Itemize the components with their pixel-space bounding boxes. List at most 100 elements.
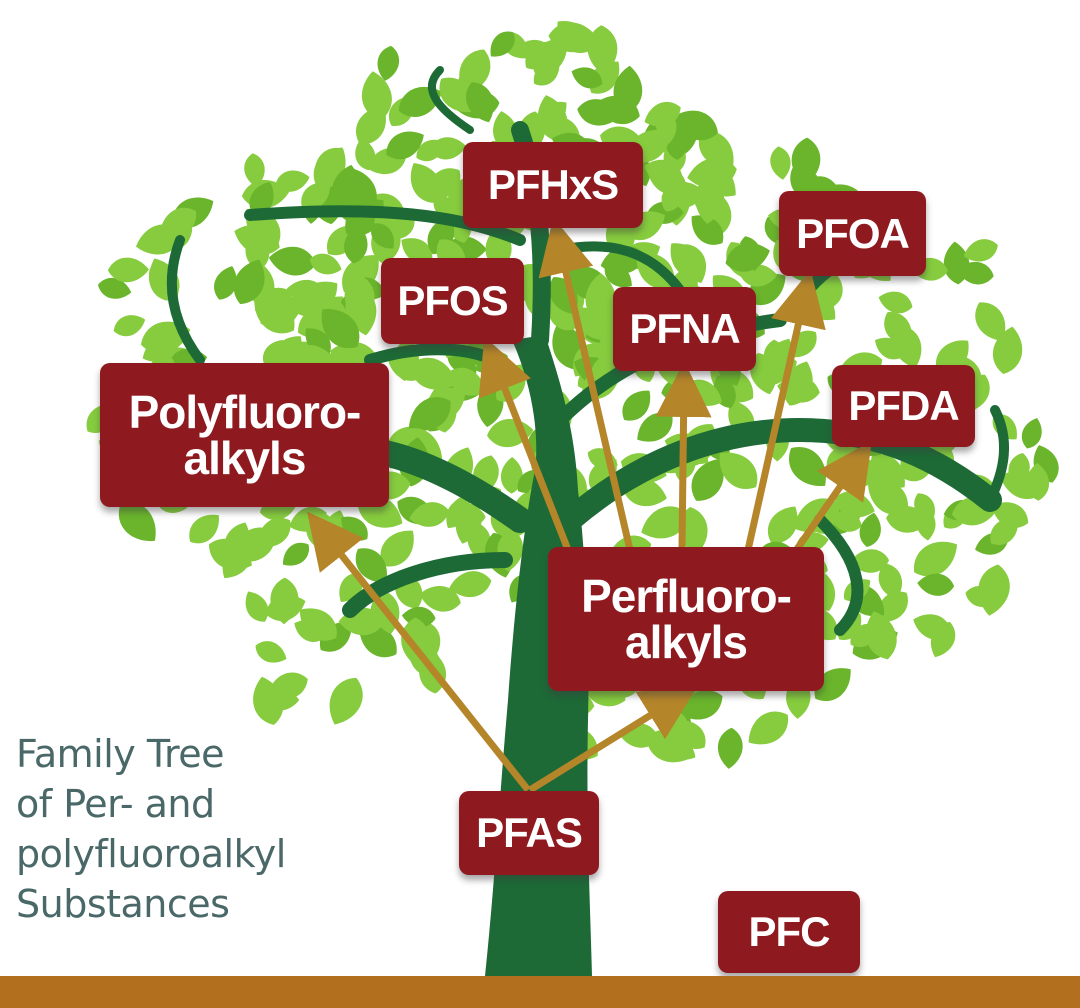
branch-right <box>558 417 1002 532</box>
leaf-184 <box>344 273 375 324</box>
leaf-247 <box>189 514 219 544</box>
branch-right-low <box>814 514 864 636</box>
leaf-481 <box>850 549 890 573</box>
node-pfhxs: PFHxS <box>463 142 643 228</box>
diagram-caption: Family Tree of Per- and polyfluoroalkyl … <box>16 729 396 929</box>
branch-far-right <box>985 405 1010 505</box>
leaf-372 <box>459 49 491 94</box>
caption-line-4: Substances <box>16 882 230 926</box>
leaf-392 <box>490 31 515 57</box>
leaf-348 <box>1026 463 1050 501</box>
leaf-393 <box>377 45 400 81</box>
leaf-100 <box>409 357 457 390</box>
arrow-perfluoroalkyls-to-pfda <box>792 440 872 554</box>
leaf-386 <box>613 65 643 114</box>
leaf-163 <box>647 166 687 195</box>
leaf-394 <box>656 109 677 144</box>
leaf-521 <box>255 641 287 663</box>
leaf-217 <box>309 253 342 275</box>
leaf-479 <box>865 611 897 660</box>
leaf-212 <box>332 164 360 209</box>
arrow-perfluoroalkyls-to-pfoa <box>744 269 826 551</box>
leaf-509 <box>748 711 789 745</box>
leaf-499 <box>717 727 743 769</box>
node-pfc-label: PFC <box>748 908 831 955</box>
leaf-391 <box>426 168 461 200</box>
node-pfna-label: PFNA <box>629 305 740 352</box>
node-pfas: PFAS <box>459 791 599 875</box>
leaf-415 <box>257 518 291 547</box>
arrow-pfas-to-polyfluoroalkyls <box>306 511 531 793</box>
leaf-123 <box>695 176 725 224</box>
leaf-290 <box>770 146 791 180</box>
leaf-433 <box>449 571 492 598</box>
leaf-353 <box>914 541 958 577</box>
node-pfoa: PFOA <box>779 191 926 276</box>
node-pfhxs-label: PFHxS <box>487 161 619 208</box>
node-polyfluoroalkyls: Polyfluoro- alkyls <box>100 363 389 507</box>
leaf-240 <box>262 340 285 368</box>
leaf-461 <box>767 506 798 544</box>
leaf-486 <box>930 621 956 658</box>
leaf-160 <box>698 131 734 168</box>
leaf-195 <box>97 277 132 299</box>
leaf-356 <box>416 139 445 162</box>
leaf-491 <box>886 506 931 533</box>
caption-line-1: Family Tree <box>16 732 225 776</box>
leaf-518 <box>329 677 363 725</box>
leaf-469 <box>877 591 908 623</box>
leaf-313 <box>975 302 1006 341</box>
leaf-399 <box>419 585 461 612</box>
leaf-208 <box>286 280 327 304</box>
leaf-528 <box>270 577 299 625</box>
leaf-177 <box>275 170 310 192</box>
leaf-384 <box>355 138 376 171</box>
leaf-483 <box>859 512 881 548</box>
node-pfna: PFNA <box>613 287 756 371</box>
leaf-527 <box>253 676 284 725</box>
leaf-183 <box>234 224 280 255</box>
leaf-206 <box>244 153 265 188</box>
hierarchy-arrows <box>306 217 872 793</box>
node-perfluoroalkyls: Perfluoro- alkyls <box>548 547 824 691</box>
leaf-522 <box>245 591 269 622</box>
leaf-487 <box>878 563 903 600</box>
leaf-374 <box>466 82 494 123</box>
node-pfos-label: PFOS <box>397 277 508 324</box>
node-pfoa-label: PFOA <box>796 209 910 257</box>
node-pfda: PFDA <box>832 365 975 447</box>
leaf-291 <box>878 291 913 314</box>
leaf-326 <box>725 243 770 272</box>
leaf-194 <box>344 224 368 264</box>
leaf-369 <box>361 71 392 121</box>
arrow-pfas-to-perfluoroalkyls <box>528 685 698 793</box>
leaf-74 <box>622 390 651 421</box>
leaf-125 <box>500 457 523 494</box>
leaf-229 <box>113 315 146 337</box>
leaf-127 <box>691 458 724 501</box>
branch-top-curl <box>428 66 474 134</box>
leaf-171 <box>401 238 433 264</box>
leaf-221 <box>371 223 394 249</box>
leaf-426 <box>450 496 471 526</box>
arrow-perfluoroalkyls-to-pfna <box>655 361 712 549</box>
leaf-188 <box>268 246 316 276</box>
caption-line-3: polyfluoroalkyl <box>16 832 286 876</box>
leaf-397 <box>467 522 491 561</box>
leaf-494 <box>978 564 1010 616</box>
leaf-224 <box>164 219 193 251</box>
leaf-226 <box>214 266 237 300</box>
branch-far-left <box>166 235 205 365</box>
node-pfos: PFOS <box>381 258 524 344</box>
leaf-225 <box>321 309 360 349</box>
leaf-96 <box>670 243 704 279</box>
leaf-323 <box>963 239 998 262</box>
leaf-324 <box>875 337 904 360</box>
leaf-164 <box>673 110 718 141</box>
leaf-367 <box>571 67 603 89</box>
branch-left-low <box>342 552 513 618</box>
ground-strip <box>0 976 1080 1008</box>
leaf-308 <box>789 447 826 486</box>
leaf-155 <box>637 412 673 442</box>
leaf-493 <box>850 623 879 648</box>
